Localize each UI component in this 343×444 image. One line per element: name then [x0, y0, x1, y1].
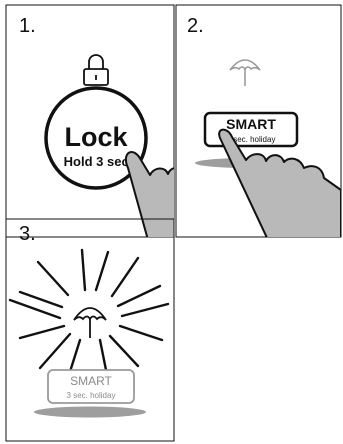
panel-1: 1. Lock Hold 3 sec.	[5, 4, 175, 238]
smart-button-label: SMART	[70, 374, 112, 388]
lock-button	[44, 86, 148, 190]
shadow	[34, 406, 146, 418]
panel-3: 3.	[5, 218, 175, 442]
panel-2-frame	[175, 4, 342, 238]
panel-3-number: 3.	[19, 223, 36, 245]
panel-2: 2. SMART 3 sec. holiday	[175, 4, 342, 238]
umbrella-icon	[229, 59, 261, 86]
panel-2-number: 2.	[187, 15, 204, 37]
smart-button-label: SMART	[226, 116, 276, 132]
panel-3-frame	[5, 218, 175, 442]
lock-button-label: Lock	[64, 122, 128, 152]
smart-button-sublabel: 3 sec. holiday	[227, 135, 276, 144]
panel-1-frame	[5, 4, 175, 238]
flash-rays	[8, 248, 170, 382]
hand-illustration	[124, 151, 174, 237]
smart-button	[47, 369, 135, 404]
umbrella-icon	[73, 307, 107, 338]
padlock-icon	[83, 54, 109, 86]
smart-button-sublabel: 3 sec. holiday	[67, 391, 116, 400]
panel-1-number: 1.	[19, 15, 36, 37]
hand-illustration	[218, 128, 341, 237]
lock-button-sublabel: Hold 3 sec.	[64, 154, 133, 169]
